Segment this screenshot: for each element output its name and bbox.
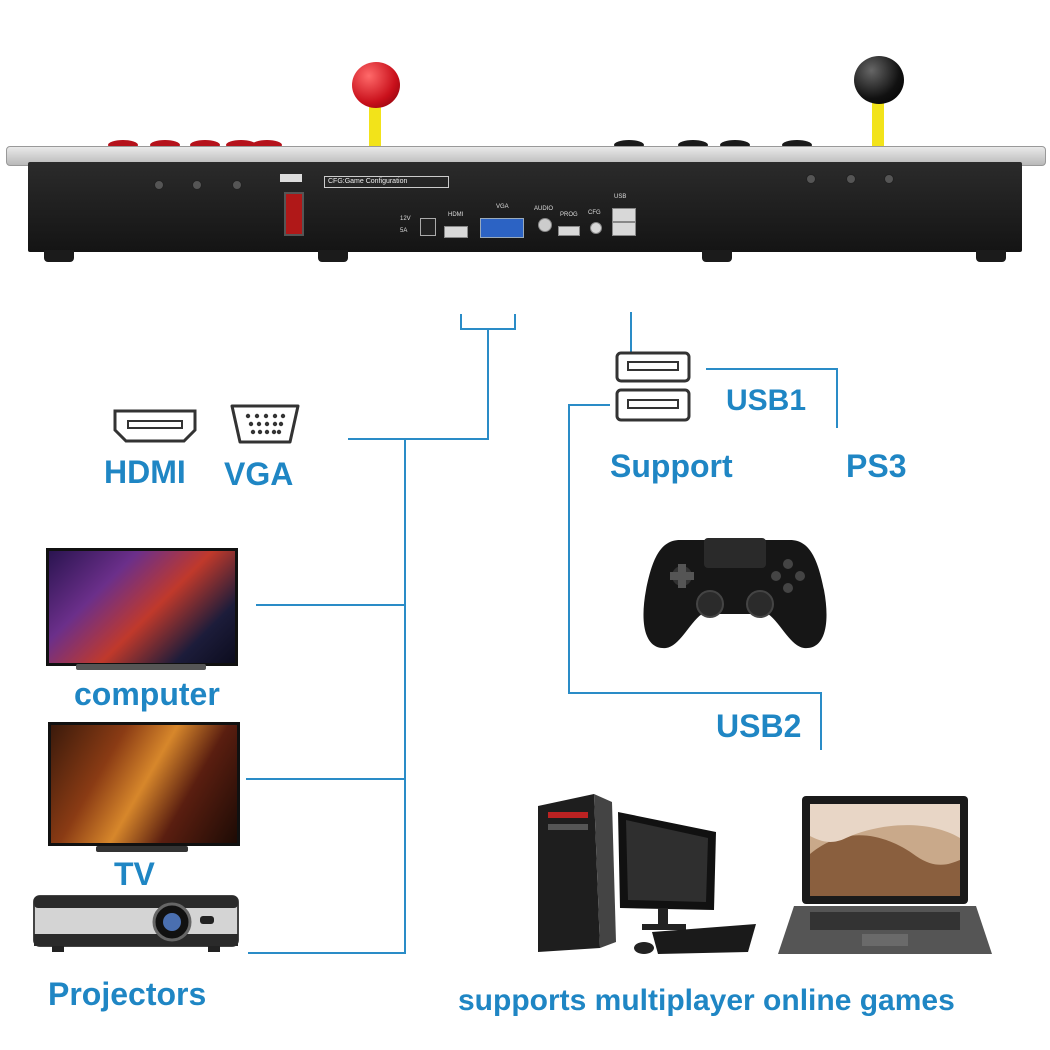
- prog-port: [558, 226, 580, 236]
- port-label-5a: 5A: [400, 228, 408, 234]
- black-button: [720, 140, 750, 150]
- hdmi-label: HDMI: [104, 454, 186, 490]
- connector-line: [568, 404, 610, 406]
- connector-line: [568, 404, 570, 694]
- connector-line: [348, 438, 489, 440]
- port-label-cfg: CFG: [588, 210, 601, 216]
- black-button: [678, 140, 708, 150]
- left-joystick-ball: [352, 62, 400, 108]
- usb-port-top: [612, 208, 636, 222]
- laptop-icon: [776, 794, 994, 965]
- dc-power-port: [420, 218, 436, 236]
- usb-port-bottom: [612, 222, 636, 236]
- gamepad-icon: [640, 530, 830, 659]
- vga-label: VGA: [224, 456, 294, 492]
- ps3-label: PS3: [846, 448, 907, 484]
- connector-line: [248, 952, 406, 954]
- red-button: [252, 140, 282, 150]
- connector-line: [460, 328, 516, 330]
- audio-port: [538, 218, 552, 232]
- cfg-port: [590, 222, 602, 234]
- screw: [806, 174, 816, 184]
- port-label-hdmi: HDMI: [448, 212, 464, 218]
- left-joystick-shaft: [369, 100, 381, 148]
- tv-icon: [48, 722, 240, 846]
- config-panel-title: CFG:Game Configuration: [324, 176, 449, 188]
- screw: [232, 180, 242, 190]
- black-button: [614, 140, 644, 150]
- vga-port-icon: [228, 402, 302, 451]
- port-label-vga: VGA: [496, 204, 509, 210]
- red-button: [226, 140, 256, 150]
- console-foot: [318, 250, 348, 262]
- usb-port-icon: [614, 350, 694, 431]
- connector-line: [256, 604, 406, 606]
- connector-line: [706, 368, 838, 370]
- connector-line: [630, 312, 632, 352]
- usb1-label: USB1: [726, 384, 807, 417]
- computer-label: computer: [74, 676, 220, 712]
- port-label-12v: 12V: [400, 216, 411, 222]
- red-button: [150, 140, 180, 150]
- red-button: [190, 140, 220, 150]
- right-joystick-ball: [854, 56, 904, 104]
- power-switch: [284, 192, 304, 236]
- connector-line: [568, 692, 822, 694]
- monitor-icon: [46, 548, 238, 666]
- connector-line: [246, 778, 406, 780]
- console-foot: [702, 250, 732, 262]
- usb2-label: USB2: [716, 708, 802, 744]
- port-label-audio: AUDIO: [534, 206, 554, 212]
- vga-port: [480, 218, 524, 238]
- tv-label: TV: [114, 856, 155, 892]
- port-label-prog: PROG: [560, 212, 578, 218]
- connector-line: [404, 440, 406, 954]
- console-foot: [976, 250, 1006, 262]
- connector-line: [836, 368, 838, 428]
- connector-line: [460, 314, 462, 330]
- connector-line: [514, 314, 516, 330]
- connector-line: [820, 692, 822, 750]
- projectors-label: Projectors: [48, 976, 207, 1012]
- support-label: Support: [610, 448, 733, 484]
- screw: [846, 174, 856, 184]
- screw: [154, 180, 164, 190]
- power-switch-label-plate: [280, 174, 302, 182]
- monitor-stand: [76, 664, 206, 670]
- connector-line: [487, 330, 489, 440]
- right-joystick-shaft: [872, 98, 884, 148]
- black-button: [782, 140, 812, 150]
- screw: [884, 174, 894, 184]
- desktop-pc-icon: [534, 792, 764, 967]
- screw: [192, 180, 202, 190]
- port-label-usb: USB: [614, 194, 627, 200]
- console-body: CFG:Game Configuration 12V 5A HDMI VGA A…: [28, 162, 1022, 252]
- multiplayer-label: supports multiplayer online games: [458, 984, 955, 1017]
- hdmi-port-icon: [112, 408, 198, 449]
- hdmi-port: [444, 226, 468, 238]
- console-foot: [44, 250, 74, 262]
- projector-icon: [32, 894, 240, 961]
- tv-stand: [96, 846, 188, 852]
- red-button: [108, 140, 138, 150]
